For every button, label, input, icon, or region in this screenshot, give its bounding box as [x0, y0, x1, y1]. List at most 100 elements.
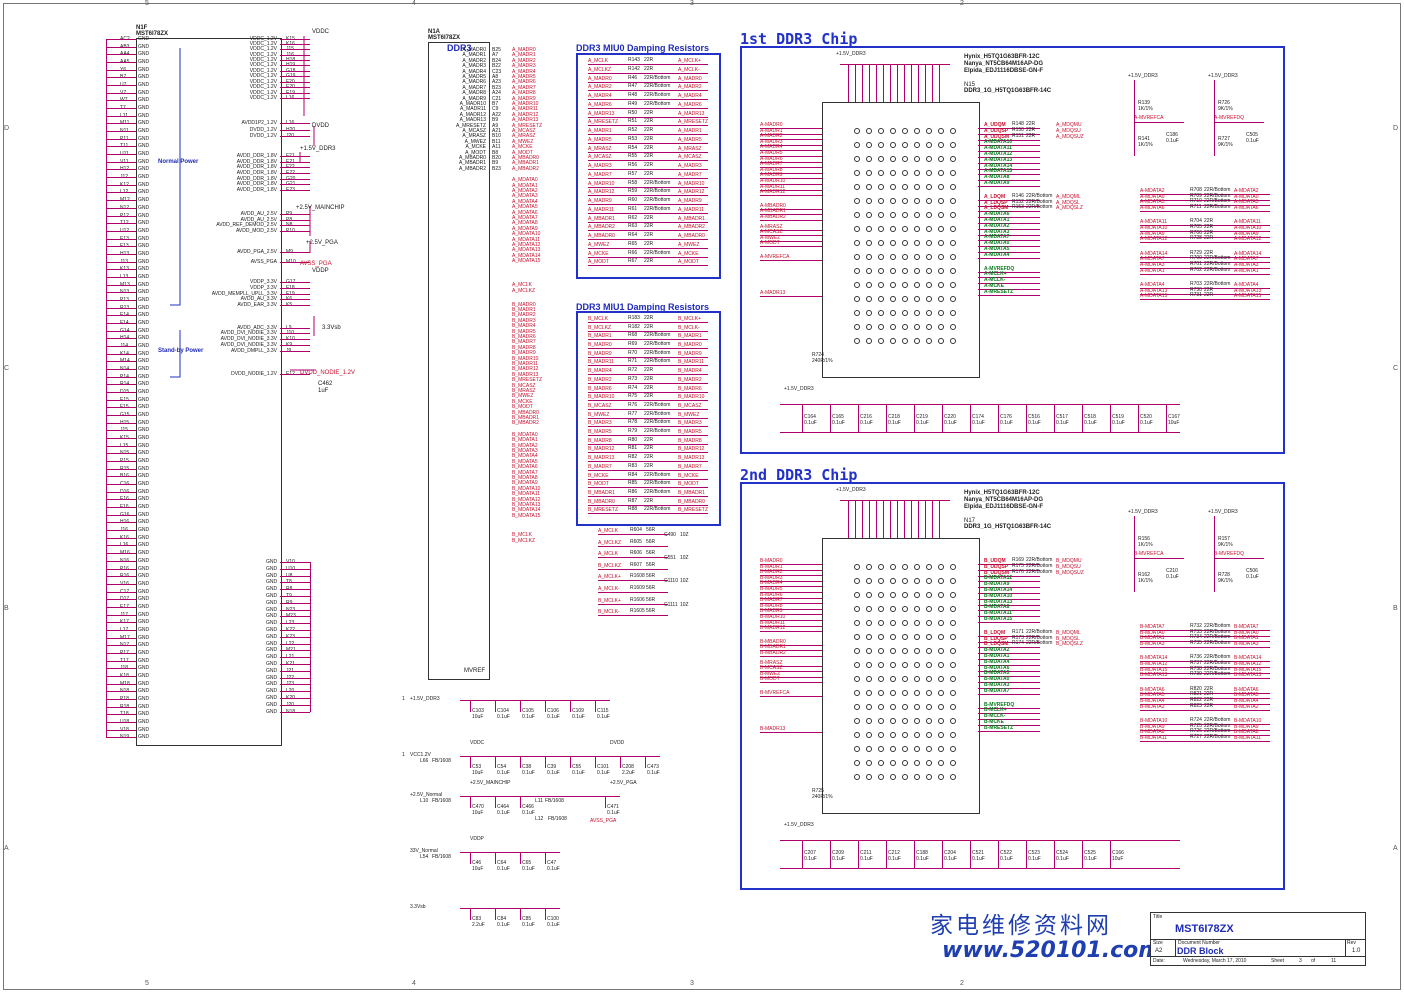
- power-pin-name: VDDC_1.2V: [249, 95, 277, 101]
- ball-pad: [866, 142, 872, 148]
- ddr-a-net: A_MBADR1: [512, 160, 539, 167]
- cap-lead: [545, 852, 546, 864]
- clk-net: A_MCLKZ: [598, 539, 622, 546]
- power-pin-name: AVDD1P2_1.2V: [241, 120, 277, 126]
- ball-pad: [902, 170, 908, 176]
- ddr-b-net: B_MADR13: [512, 371, 539, 378]
- chip-right-wire: [978, 635, 1040, 637]
- vref-r2: R141: [1138, 136, 1150, 142]
- decap-val: 0.1uF: [944, 856, 957, 862]
- dq-swap-r: R820: [1190, 685, 1202, 692]
- ball-pad: [866, 338, 872, 344]
- chip-right-signal: A-MDATA4: [984, 251, 1010, 258]
- decap-lead: [942, 840, 943, 868]
- gnd-wire: [106, 607, 136, 608]
- chip-right-signal: B_LDQSP: [984, 635, 1008, 642]
- ddr-b-dq-net: B_MDATA12: [512, 496, 541, 503]
- gnd-pin-label: GND: [138, 136, 150, 142]
- miu-resistor-ref: R83: [628, 462, 638, 469]
- ball-pad: [878, 310, 884, 316]
- power-pin-name: VDDC_1.2V: [249, 46, 277, 52]
- miu-out: A_MODT: [678, 259, 699, 266]
- miu-out: A_MADR13: [678, 110, 705, 117]
- cap-lead: [620, 756, 621, 768]
- dq-swap-v: 22R: [1204, 691, 1214, 698]
- chip-right-wire: [978, 693, 1040, 695]
- filter-cap-ref: C471: [607, 804, 619, 810]
- ddr-b-net: B_MADR5: [512, 328, 536, 335]
- dq-swap-in: B-MDATA13: [1140, 672, 1168, 679]
- gnd-pin-label: GND: [138, 90, 150, 96]
- decap-ref: C204: [944, 850, 956, 856]
- decap-val: 0.1uF: [1028, 420, 1041, 426]
- gnd-pin-label: GND: [138, 435, 150, 441]
- normal-power-label: Normal Power: [158, 159, 199, 165]
- filter-l3: L12: [535, 816, 544, 822]
- chip-right-wire: [978, 593, 1040, 594]
- sheet-border: [3, 3, 1401, 990]
- chip-left-signal: B-MODT: [760, 676, 780, 683]
- gnd-pin-label: GND: [138, 282, 150, 288]
- miu-out: B_MODT: [678, 481, 699, 488]
- miu-resistor-ref: R47: [628, 83, 638, 90]
- dq-swap-wire: [1140, 667, 1270, 668]
- dq-swap-v: 22R: [1204, 702, 1214, 709]
- chip-right-wire: [978, 228, 1040, 230]
- tb-title-label: Title: [1153, 914, 1163, 920]
- ball-pad: [854, 156, 860, 162]
- tb-of-label: of: [1311, 958, 1316, 964]
- miu-in: B_MCKE: [588, 472, 609, 479]
- filter-cap-val: 0.1uF: [522, 810, 535, 816]
- ball-pad: [950, 690, 956, 696]
- vref-cv: 0.1uF: [1166, 574, 1179, 580]
- filter-cap-ref: C53: [472, 764, 482, 770]
- ball-pad: [890, 774, 896, 780]
- power-pin-wire: [280, 130, 310, 131]
- chip-right-wire: [978, 707, 1040, 709]
- ddr-b-net: B_MODT: [512, 404, 533, 411]
- ball-pad: [902, 704, 908, 710]
- gnd-pin-label: GND: [138, 466, 150, 472]
- miu0-title: DDR3 MIU0 Damping Resistors: [576, 43, 710, 53]
- gnd-pin-label: GND: [138, 734, 150, 740]
- net-vddc: VDDC: [312, 29, 330, 35]
- miu-in: B_MADR11: [588, 359, 615, 366]
- chip-left-signal: A-MCASZ: [760, 229, 783, 236]
- chip-right-r: R146: [1012, 192, 1024, 199]
- ball-pad: [854, 592, 860, 598]
- cap-c462-val: 1uF: [318, 388, 329, 394]
- miu-resistor-ref: R59: [628, 188, 638, 195]
- gnd-pin-label: GND: [138, 420, 150, 426]
- ball-pad: [854, 746, 860, 752]
- gnd-right-label: GND: [266, 572, 278, 579]
- chip-right-wire: [978, 664, 1040, 666]
- cap-lead: [520, 700, 521, 712]
- gnd-pin-label: GND: [138, 581, 150, 587]
- dq-swap-r: R727: [1190, 734, 1202, 740]
- ddr-b-net: B_MADR10: [512, 355, 539, 362]
- decap-lead: [830, 404, 831, 432]
- watermark-url: www.520101.com: [942, 938, 1162, 963]
- chip-left-signal: B-MADR8: [760, 602, 783, 609]
- decap-net: +1.5V_DDR3: [784, 386, 814, 392]
- ddr-b-dq-net: B_MDATA8: [512, 475, 538, 481]
- miu-resistor-ref: R74: [628, 384, 638, 391]
- ball-pad: [926, 578, 932, 584]
- ddr-a-internal: A_MADR2: [462, 57, 486, 64]
- gnd-pin-label: GND: [138, 51, 150, 57]
- gnd-pin-label: GND: [138, 243, 150, 249]
- dq-swap-out: A-MDATA0: [1234, 193, 1259, 200]
- gnd-right-label: GND: [266, 667, 278, 674]
- ball-pad: [938, 648, 944, 654]
- vdd-lead: [911, 64, 912, 102]
- ball-pad: [854, 620, 860, 626]
- ball-pad: [902, 338, 908, 344]
- dq-swap-r: R725: [1190, 722, 1202, 729]
- miu-out: A_MRESETZ: [678, 119, 709, 126]
- gnd-wire: [106, 515, 136, 516]
- chip-right-v: 22R/Bottom: [1026, 192, 1053, 199]
- chip-right-wire: [978, 162, 1040, 164]
- ddr-a-net: A_MBADR2: [512, 165, 539, 172]
- power-pin-wire: [280, 288, 310, 289]
- ddr-b-net: B_MADR4: [512, 323, 536, 330]
